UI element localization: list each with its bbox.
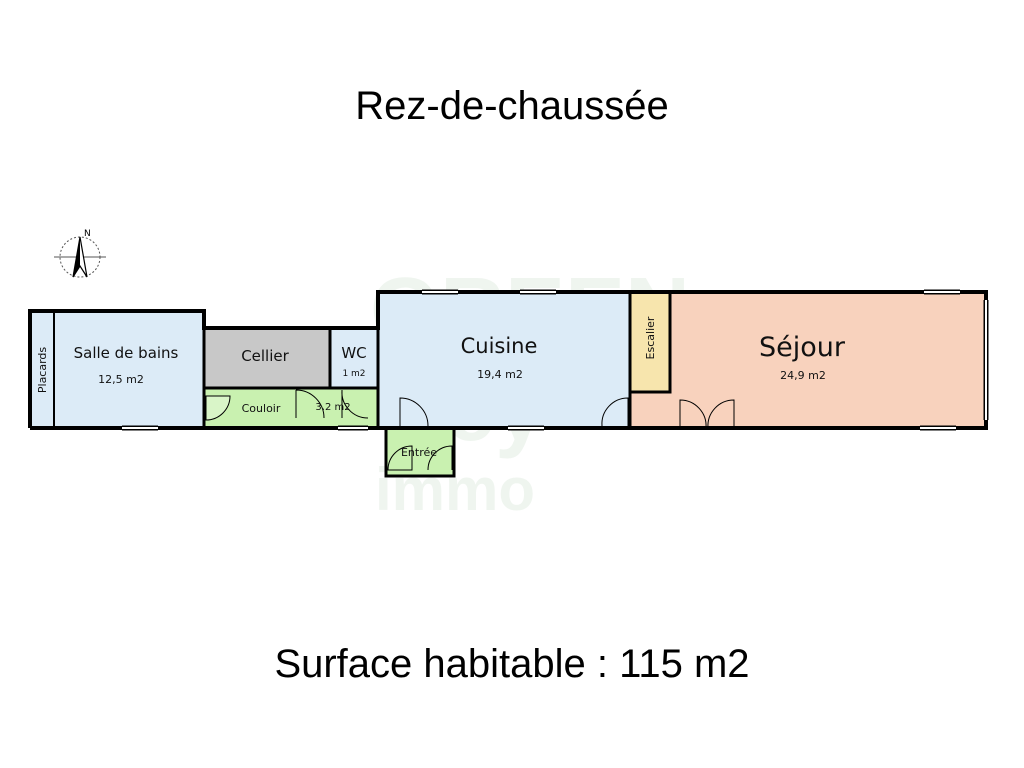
entrance-label: Entrée [401, 446, 437, 459]
cellar-label: Cellier [241, 347, 289, 365]
room-wc [330, 328, 378, 388]
room-bathroom [54, 311, 204, 428]
room-corridor [204, 388, 378, 428]
room-placards [30, 311, 54, 428]
living-area: 24,9 m2 [780, 369, 826, 382]
stairs-label: Escalier [644, 316, 657, 359]
corridor-area: 3,2 m2 [315, 402, 350, 413]
doors [205, 389, 735, 471]
room-living [670, 292, 986, 428]
room-cellar [204, 328, 330, 388]
bathroom-area: 12,5 m2 [98, 373, 144, 386]
bathroom-label: Salle de bains [74, 344, 179, 362]
room-kitchen [378, 292, 630, 428]
north-arrow-icon: N [54, 229, 106, 278]
wc-label: WC [341, 344, 366, 362]
wc-area: 1 m2 [342, 369, 365, 379]
kitchen-area: 19,4 m2 [477, 368, 523, 381]
living-label: Séjour [759, 332, 846, 363]
kitchen-label: Cuisine [461, 334, 538, 358]
surface-total: Surface habitable : 115 m2 [274, 642, 750, 686]
placards-label: Placards [36, 347, 49, 394]
page-title: Rez-de-chaussée [355, 84, 669, 128]
windows [122, 291, 987, 429]
room-stairs [630, 292, 670, 392]
compass-north-label: N [84, 229, 91, 239]
corridor-label: Couloir [242, 402, 281, 415]
room-living-lower [630, 392, 670, 428]
room-entrance [386, 428, 454, 476]
